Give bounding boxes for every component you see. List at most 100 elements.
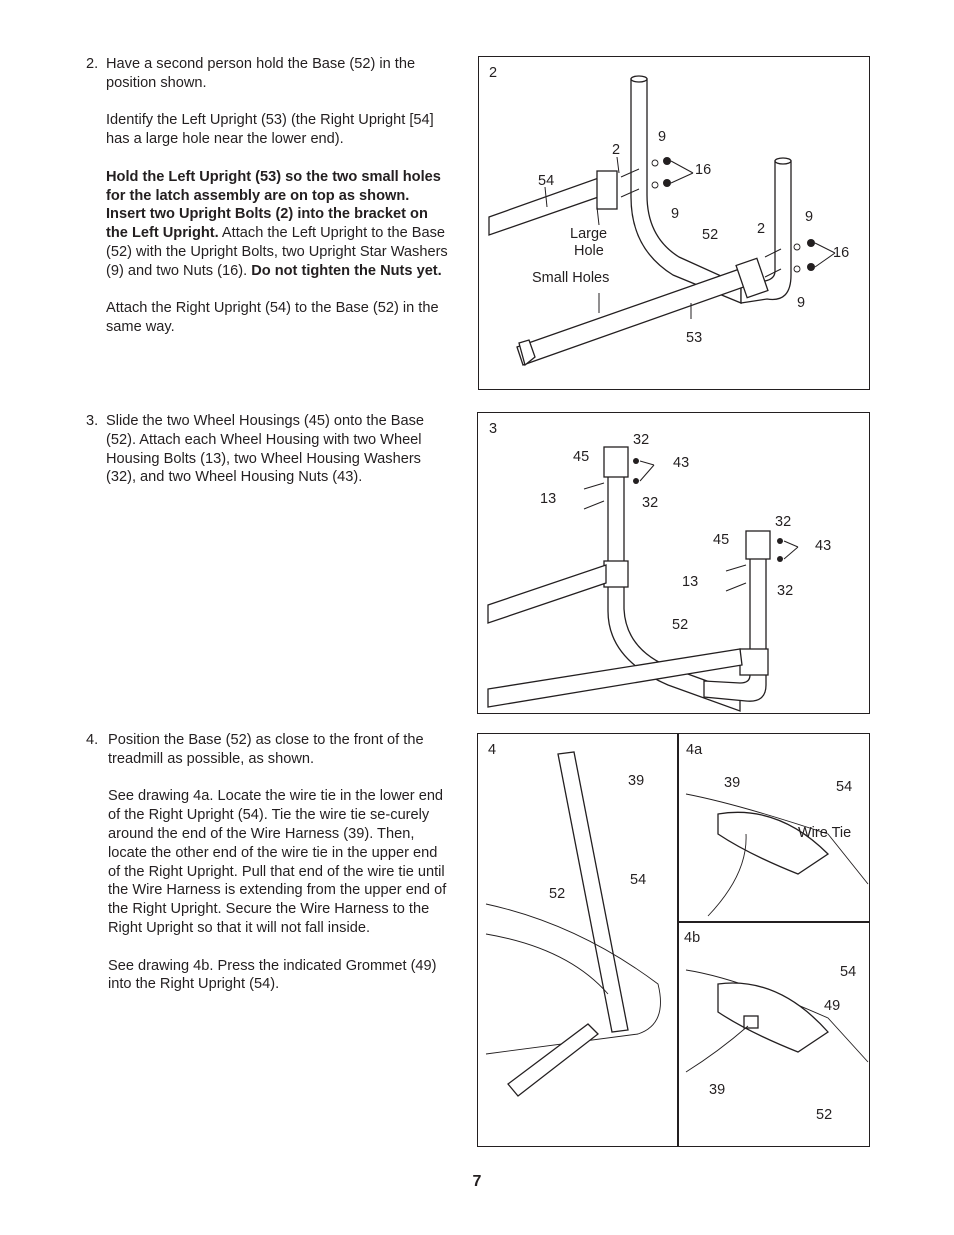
label-39: 39 (709, 1082, 725, 1098)
label-hole: Hole (574, 243, 604, 259)
base-bracket-right (739, 648, 769, 676)
figure-2-id: 2 (489, 65, 497, 81)
step-2-bold-warning: Do not tighten the Nuts yet. (251, 262, 442, 279)
figure-2: 2 54 2 9 (478, 56, 870, 390)
label-2a: 2 (612, 142, 620, 158)
figure-3: 3 45 32 43 13 32 45 32 43 13 32 52 (477, 412, 870, 714)
figure-4a-drawing: 4a 39 54 Wire Tie (685, 742, 869, 917)
fig3-hardware-top (583, 458, 655, 510)
label-43b: 43 (815, 538, 831, 554)
base-52-tube-end-right (774, 157, 792, 165)
label-39: 39 (724, 775, 740, 791)
fig4a-frame-line (685, 793, 869, 885)
step-3-para-1: Slide the two Wheel Housings (45) onto t… (106, 413, 424, 486)
label-43a: 43 (673, 455, 689, 471)
fig4a-base-plate (717, 811, 830, 875)
label-9b: 9 (671, 206, 679, 222)
label-13a: 13 (540, 491, 556, 507)
base-crossbar (487, 564, 607, 624)
step-2-number: 2. (86, 56, 99, 72)
base-52-right-leg (703, 536, 767, 702)
label-large: Large (570, 226, 607, 242)
figure-2-drawing: 2 54 2 9 (488, 65, 849, 367)
label-45a: 45 (573, 449, 589, 465)
step-2-para-3: Hold the Left Upright (53) so the two sm… (106, 168, 451, 281)
wire-harness (685, 1025, 749, 1073)
label-9c: 9 (805, 209, 813, 225)
grommet-49 (743, 1015, 759, 1029)
fig4b-base-plate (717, 982, 829, 1053)
label-9a: 9 (658, 129, 666, 145)
label-13b: 13 (682, 574, 698, 590)
label-52: 52 (702, 227, 718, 243)
label-9d: 9 (797, 295, 805, 311)
upright-54-tube (557, 751, 629, 1033)
step-4-para-2: See drawing 4a. Locate the wire tie in t… (108, 788, 447, 936)
label-53: 53 (686, 330, 702, 346)
figure-4: 4 39 54 52 (477, 733, 679, 1147)
step-4-number: 4. (86, 732, 99, 748)
upright-53-end (518, 339, 536, 367)
figure-4a: 4a 39 54 Wire Tie (677, 733, 870, 923)
treadmill-frame-inner (485, 933, 609, 995)
base-52-left-leg (607, 452, 741, 712)
base-52-tube-end-left (630, 75, 648, 83)
label-52: 52 (672, 617, 688, 633)
label-32d: 32 (777, 583, 793, 599)
figure-4b-drawing: 4b 54 49 39 52 (684, 930, 869, 1123)
wheel-housing-45-left (603, 446, 629, 478)
label-32b: 32 (642, 495, 658, 511)
figure-4-id: 4 (488, 742, 496, 758)
base-52-tube (630, 78, 742, 304)
treadmill-frame (485, 903, 661, 1055)
leader-large-hole (596, 206, 600, 226)
step-4-para-1: Position the Base (52) as close to the f… (108, 732, 424, 767)
figure-4b-id: 4b (684, 930, 700, 946)
label-49: 49 (824, 998, 840, 1014)
leader-2a (616, 156, 620, 174)
step-2-body: Have a second person hold the Base (52) … (106, 55, 451, 356)
label-small-holes: Small Holes (532, 270, 609, 286)
step-2-para-2: Identify the Left Upright (53) (the Righ… (106, 112, 434, 148)
step-4-body: Position the Base (52) as close to the f… (108, 731, 448, 1013)
figure-3-drawing: 3 45 32 43 13 32 45 32 43 13 32 52 (487, 421, 831, 712)
label-52: 52 (549, 886, 565, 902)
label-54: 54 (538, 173, 554, 189)
upright-54-bracket (596, 170, 618, 210)
label-wire-tie: Wire Tie (798, 825, 851, 841)
label-54: 54 (630, 872, 646, 888)
label-32c: 32 (775, 514, 791, 530)
step-2-instruction: Attach the Left Upright to the Base (52)… (106, 225, 448, 279)
fig3-hardware-bottom (725, 538, 799, 592)
base-52-right-tube (740, 160, 792, 304)
wheel-housing-45-right (745, 530, 771, 560)
page-number: 7 (472, 1173, 482, 1190)
step-2-para-4: Attach the Right Upright (54) to the Bas… (106, 300, 439, 336)
figure-4a-id: 4a (686, 742, 703, 758)
step-4-para-3: See drawing 4b. Press the indicated Grom… (108, 957, 437, 993)
upright-53-bracket (735, 257, 769, 299)
fig2-hardware-top (620, 157, 694, 198)
treadmill-roller (507, 1023, 599, 1097)
step-3-number: 3. (86, 413, 99, 429)
label-16b: 16 (833, 245, 849, 261)
label-54: 54 (836, 779, 852, 795)
label-39: 39 (628, 773, 644, 789)
wire-harness (707, 833, 747, 917)
label-52: 52 (816, 1107, 832, 1123)
step-3-body: Slide the two Wheel Housings (45) onto t… (106, 412, 451, 506)
base-bracket-left (603, 560, 629, 588)
figure-3-id: 3 (489, 421, 497, 437)
base-rail (487, 648, 743, 708)
step-2-para-1: Have a second person hold the Base (52) … (106, 56, 416, 91)
label-54: 54 (840, 964, 856, 980)
label-32a: 32 (633, 432, 649, 448)
leader-54 (544, 186, 548, 208)
label-45b: 45 (713, 532, 729, 548)
step-2-bold-instruction: Hold the Left Upright (53) so the two sm… (106, 168, 441, 242)
figure-4b: 4b 54 49 39 52 (677, 921, 870, 1147)
figure-4-drawing: 4 39 54 52 (485, 742, 661, 1097)
fig2-hardware-bottom (764, 239, 836, 278)
label-16a: 16 (695, 162, 711, 178)
label-2b: 2 (757, 221, 765, 237)
